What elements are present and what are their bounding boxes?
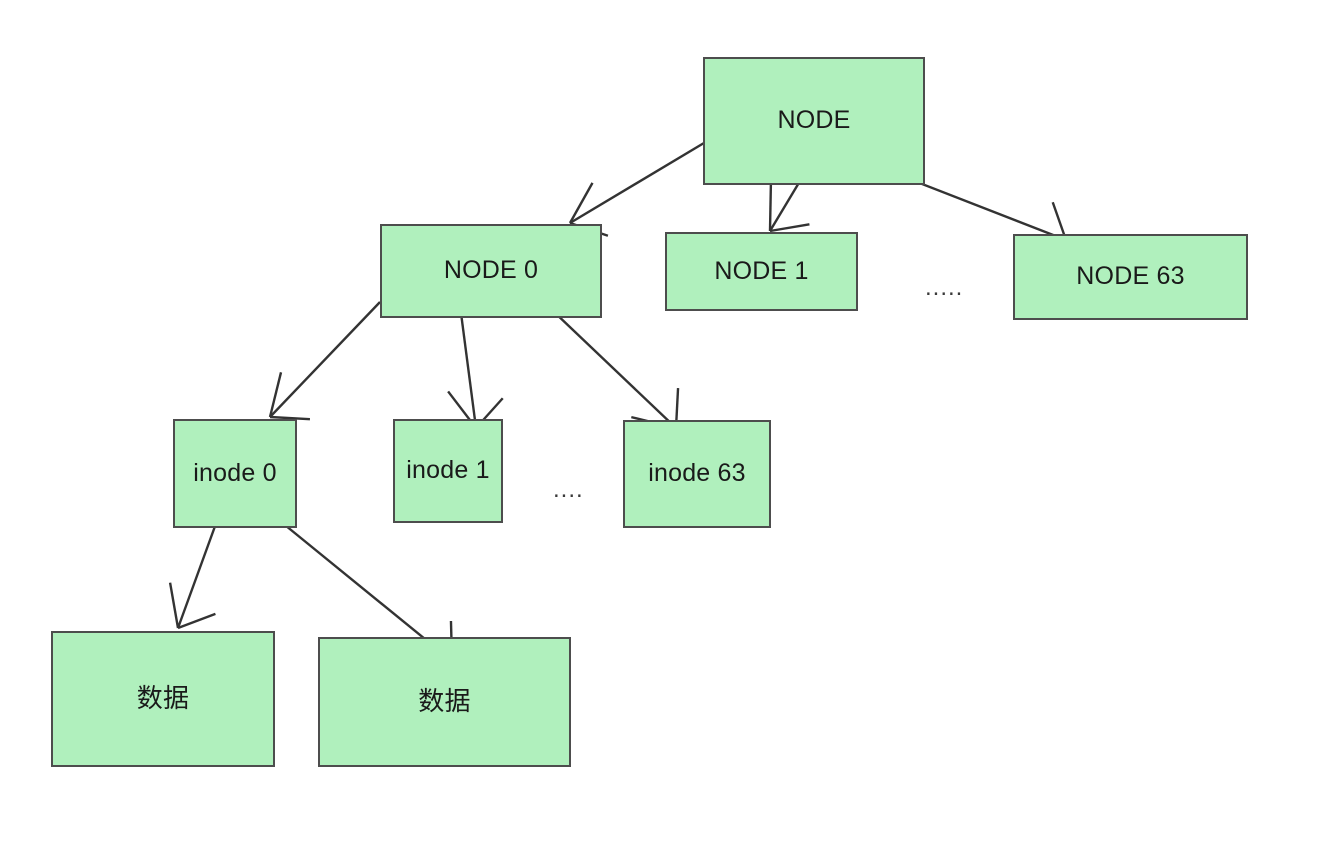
edge-root-to-node0 <box>568 135 715 237</box>
edge-node0-to-inode0 <box>268 301 381 421</box>
node-box-label: inode 1 <box>406 456 490 485</box>
node-box-inode1[interactable]: inode 1 <box>393 419 503 523</box>
edge-node0-to-inode63 <box>551 309 680 430</box>
node-box-label: inode 0 <box>193 458 277 487</box>
node-box-label: NODE <box>777 106 851 135</box>
inode-ellipsis: .... <box>553 476 584 503</box>
node-box-label: 数据 <box>136 683 190 714</box>
node-box-inode63[interactable]: inode 63 <box>623 420 771 528</box>
node-box-data1[interactable]: 数据 <box>318 637 571 767</box>
node-box-label: 数据 <box>418 686 471 717</box>
node-box-label: NODE 0 <box>443 256 539 285</box>
node-box-label: NODE 63 <box>1076 262 1185 291</box>
edge-node0-to-inode1 <box>447 312 504 429</box>
edge-inode0-to-data0 <box>168 517 220 630</box>
node-box-node63[interactable]: NODE 63 <box>1013 234 1248 320</box>
node-box-inode0[interactable]: inode 0 <box>173 419 297 528</box>
node-box-node1[interactable]: NODE 1 <box>665 232 858 311</box>
node-box-label: inode 63 <box>648 459 746 488</box>
node-ellipsis: ..... <box>925 274 964 301</box>
node-box-label: NODE 1 <box>714 256 809 285</box>
node-box-root[interactable]: NODE <box>703 57 925 185</box>
node-box-node0[interactable]: NODE 0 <box>380 224 602 318</box>
node-box-data0[interactable]: 数据 <box>51 631 275 767</box>
